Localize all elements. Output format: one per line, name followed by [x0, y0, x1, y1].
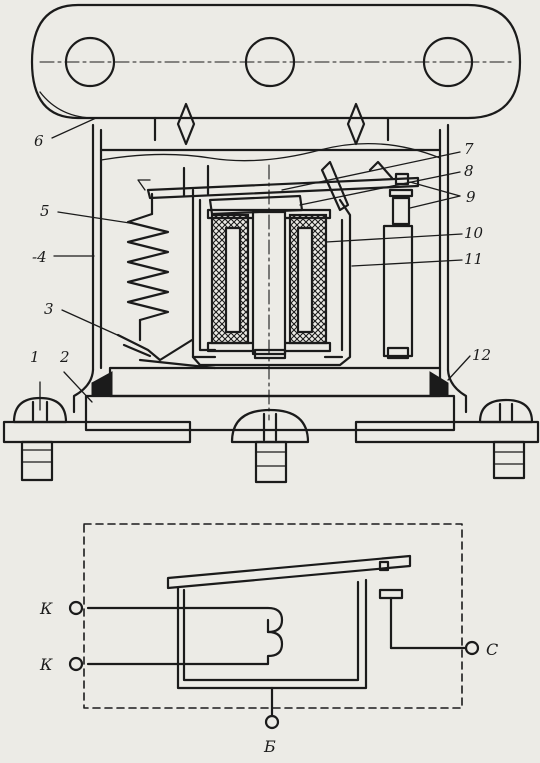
terminal-c	[464, 640, 480, 656]
return-spring	[116, 192, 217, 370]
armature-contacts	[137, 160, 420, 360]
callout-5: 5	[40, 202, 50, 220]
terminal-c-label: С	[486, 640, 498, 659]
bracket-hole-center	[244, 36, 296, 88]
terminal-k-top	[68, 600, 84, 616]
relay-assembly: 1 2 3 -4 5 6 7 8 9 10 11 12	[2, 3, 540, 484]
electromagnet	[191, 164, 352, 421]
bracket-hole-left	[64, 36, 116, 88]
relay-base	[2, 366, 540, 444]
screw-center	[230, 408, 310, 484]
bracket-hole-right	[422, 36, 474, 88]
callout-labels: 1 2 3 -4 5 6 7 8 9 10 11 12	[30, 132, 491, 366]
callout-7: 7	[464, 140, 474, 158]
callout-10: 10	[464, 224, 484, 242]
terminal-k-bottom-label: К	[39, 655, 53, 674]
callout-4: -4	[32, 248, 47, 266]
callout-1: 1	[30, 348, 40, 366]
screw-right	[478, 398, 534, 480]
terminal-b	[264, 714, 280, 730]
callout-leaders	[39, 117, 471, 411]
terminal-k-bottom	[68, 656, 84, 672]
wiring-schematic: К К С Б	[39, 523, 498, 756]
callout-6: 6	[34, 132, 44, 150]
callout-3: 3	[44, 300, 54, 318]
mounting-bracket	[30, 3, 522, 146]
callout-8: 8	[464, 162, 474, 180]
callout-12: 12	[472, 346, 491, 364]
terminal-k-top-label: К	[39, 599, 53, 618]
callout-11: 11	[464, 250, 483, 268]
callout-2: 2	[59, 348, 70, 366]
relay-cover	[72, 123, 468, 414]
contact-post	[382, 224, 414, 358]
terminal-b-label: Б	[263, 737, 276, 756]
callout-9: 9	[466, 188, 476, 206]
